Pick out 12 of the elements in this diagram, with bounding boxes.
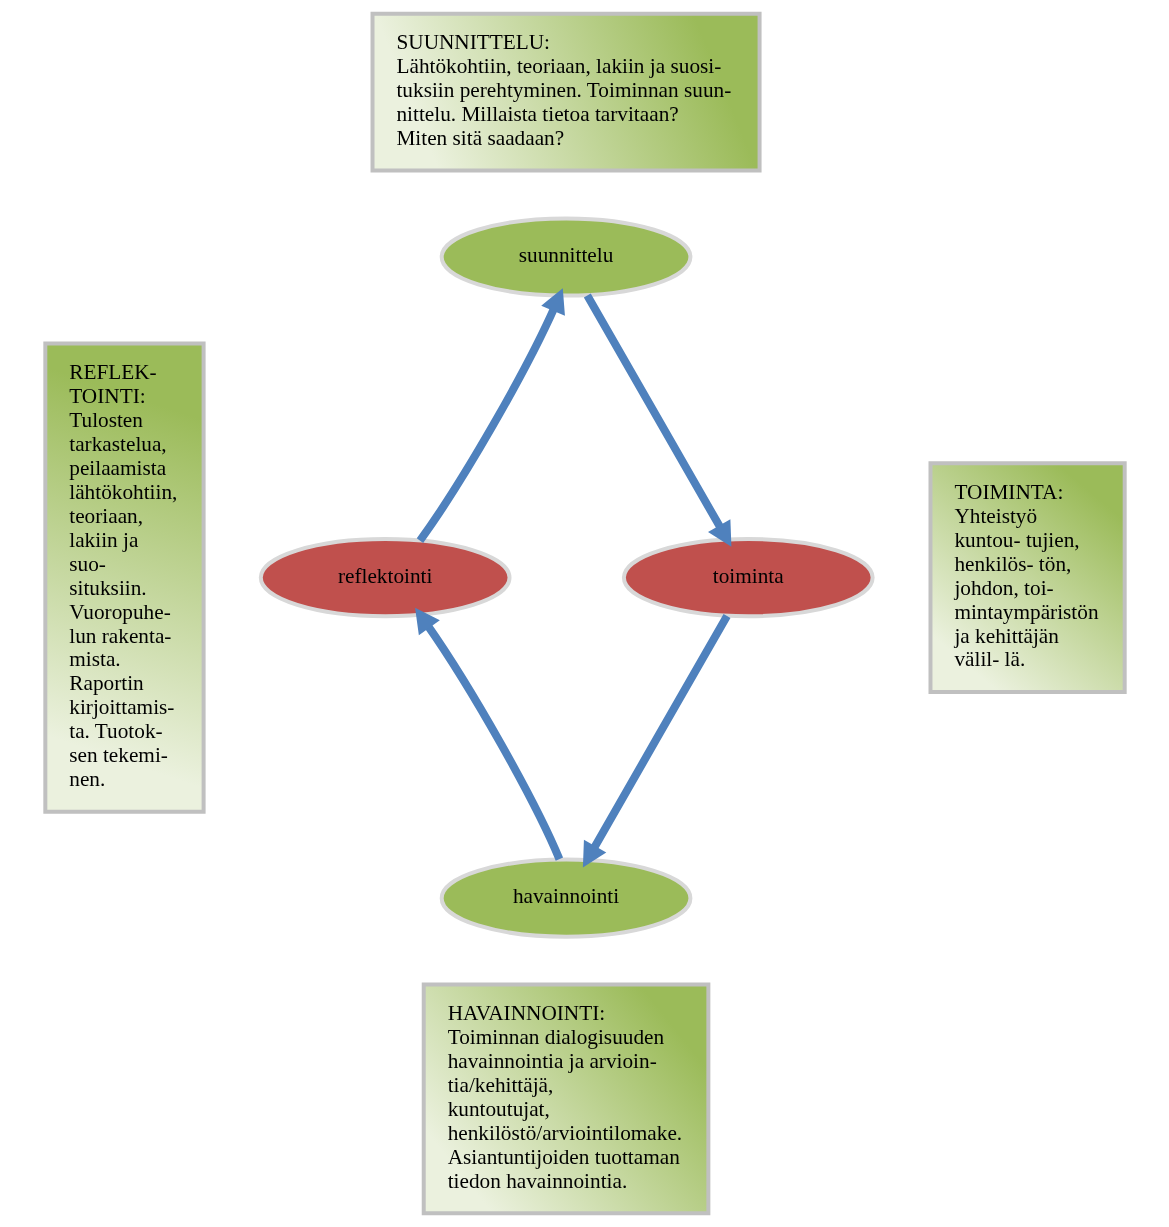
node-ellipse: toiminta bbox=[621, 537, 875, 619]
node-ellipse: havainnointi bbox=[439, 857, 692, 939]
arrow bbox=[582, 614, 730, 868]
node-box: TOIMINTA: Yhteistyö kuntou- tujien, henkilös- tön, johdon, toi- mintaympäristön ja kehittäjän välil- lä. bbox=[928, 461, 1127, 694]
arrow bbox=[416, 288, 565, 543]
arrow bbox=[583, 293, 731, 547]
node-ellipse: reflektointi bbox=[258, 537, 511, 619]
node-ellipse: suunnittelu bbox=[439, 216, 692, 298]
arrow bbox=[414, 607, 563, 861]
node-box: HAVAINNOINTI: Toiminnan dialogisuuden havainnointia ja arvioin- tia/kehittäjä, kuntoutujat, henkilöstö/arviointilomake. Asiantuntijoiden tuottaman tiedon havainnointia. bbox=[421, 982, 710, 1216]
node-box: SUUNNITTELU: Lähtökohtiin, teoriaan, lakiin ja suosi- tuksiin perehtyminen. Toiminnan suun- nittelu. Millaista tietoa tarvitaan? Miten sitä saadaan? bbox=[370, 11, 762, 173]
node-box: REFLEK- TOINTI: Tulosten tarkastelua, peilaamista lähtökohtiin, teoriaan, lakiin ja suo- situksiin. Vuoropuhe- lun rakenta- mista. Raportin kirjoittamis- ta. Tuotok- sen tekemi- nen. bbox=[42, 341, 206, 814]
